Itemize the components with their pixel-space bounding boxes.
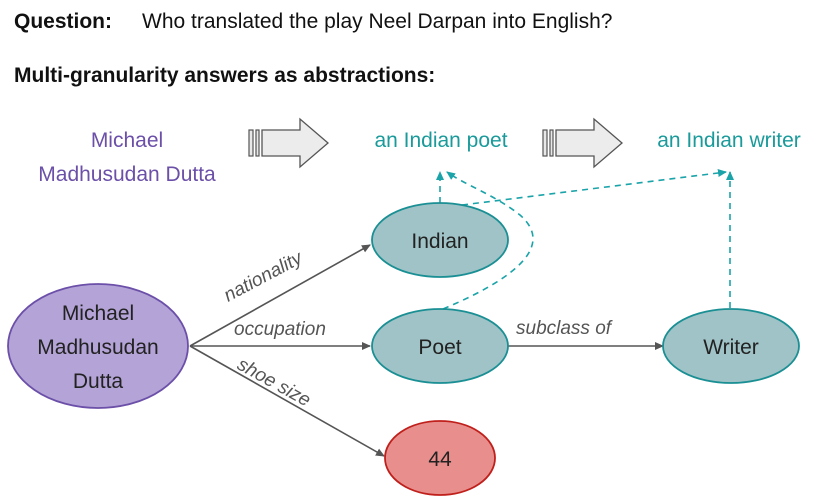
node-entity-line1: Michael xyxy=(62,302,134,325)
abstraction-arrow-2 xyxy=(542,117,623,169)
edge-nationality xyxy=(189,244,371,347)
edges xyxy=(189,244,664,457)
question-label: Question: xyxy=(14,10,112,33)
node-indian: Indian xyxy=(371,202,509,278)
node-entity: Michael Madhusudan Dutta xyxy=(7,283,189,409)
node-poet-label: Poet xyxy=(418,336,461,359)
node-writer-label: Writer xyxy=(703,336,759,359)
edge-label-occupation: occupation xyxy=(234,319,326,340)
node-indian-label: Indian xyxy=(411,230,468,253)
node-entity-line2: Madhusudan xyxy=(37,336,158,359)
subtitle: Multi-granularity answers as abstraction… xyxy=(14,64,436,87)
edge-label-shoe-size: shoe size xyxy=(234,354,314,411)
edge-shoe-size xyxy=(189,345,385,457)
dashed-indian-to-writer-abstraction xyxy=(461,169,727,206)
abstraction-arrow-1 xyxy=(248,117,329,169)
question-text: Who translated the play Neel Darpan into… xyxy=(142,10,613,33)
edge-label-nationality: nationality xyxy=(220,247,307,306)
original-answer-line2: Madhusudan Dutta xyxy=(38,163,216,186)
dashed-poet-to-poet-abstraction xyxy=(442,171,534,310)
original-answer-line1: Michael xyxy=(91,129,163,152)
abstraction-level2: an Indian writer xyxy=(657,129,801,152)
node-poet: Poet xyxy=(371,308,509,384)
node-entity-line3: Dutta xyxy=(73,370,124,393)
node-shoe-size-label: 44 xyxy=(428,448,452,471)
node-writer: Writer xyxy=(662,308,800,384)
edge-label-subclass-of: subclass of xyxy=(516,318,613,339)
question-row: Question: Who translated the play Neel Da… xyxy=(14,10,612,34)
dashed-links xyxy=(436,169,734,310)
abstraction-level1: an Indian poet xyxy=(374,129,507,152)
node-shoe-size-value: 44 xyxy=(384,420,496,496)
